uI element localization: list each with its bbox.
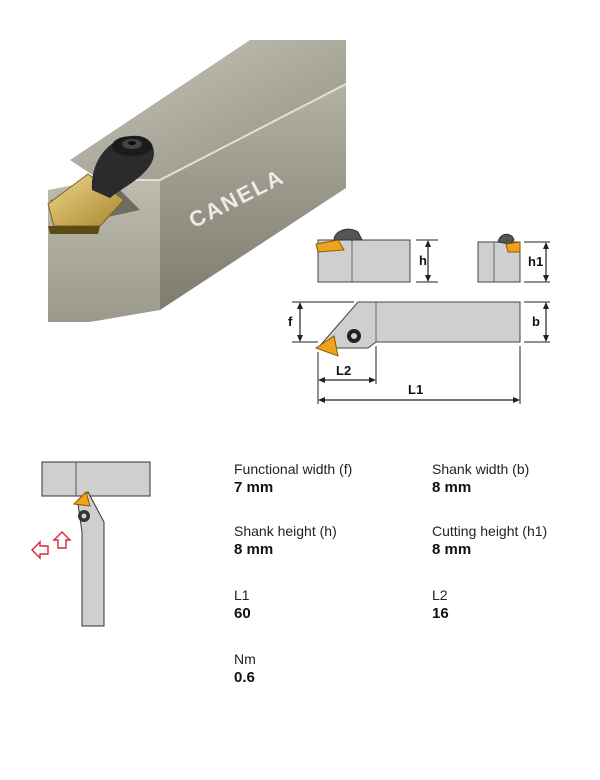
feed-direction-arrows — [31, 531, 72, 560]
dim-label-b: b — [532, 314, 540, 329]
dim-label-h1: h1 — [528, 254, 543, 269]
spec-l2: L2 16 — [432, 586, 600, 623]
technical-dimension-drawing: h h1 f b L2 L1 — [288, 228, 550, 404]
spec-value: 60 — [234, 605, 251, 622]
spec-label: Shank width (b) — [432, 461, 530, 477]
spec-value: 16 — [432, 605, 449, 622]
tool-orientation-schematic — [31, 461, 151, 627]
spec-label: Nm — [234, 651, 256, 667]
spec-l1: L1 60 — [234, 586, 414, 623]
spec-label: L1 — [234, 587, 250, 603]
tool-holder-photo: CANELA — [47, 40, 346, 322]
spec-nm: Nm 0.6 — [234, 650, 414, 687]
spec-functional-width: Functional width (f) 7 mm — [234, 460, 414, 497]
spec-cutting-height: Cutting height (h1) 8 mm — [432, 522, 600, 559]
spec-label: Cutting height (h1) — [432, 523, 548, 539]
dim-label-l1: L1 — [408, 382, 423, 397]
spec-label: Functional width (f) — [234, 461, 353, 477]
spec-value: 7 mm — [234, 479, 274, 496]
spec-label: L2 — [432, 587, 448, 603]
dim-label-f: f — [288, 314, 293, 329]
spec-value: 8 mm — [432, 541, 472, 558]
spec-shank-width: Shank width (b) 8 mm — [432, 460, 600, 497]
spec-shank-height: Shank height (h) 8 mm — [234, 522, 414, 559]
dim-label-h: h — [419, 253, 427, 268]
spec-value: 8 mm — [432, 479, 472, 496]
spec-value: 0.6 — [234, 669, 255, 686]
spec-label: Shank height (h) — [234, 523, 337, 539]
dim-label-l2: L2 — [336, 363, 351, 378]
spec-value: 8 mm — [234, 541, 274, 558]
